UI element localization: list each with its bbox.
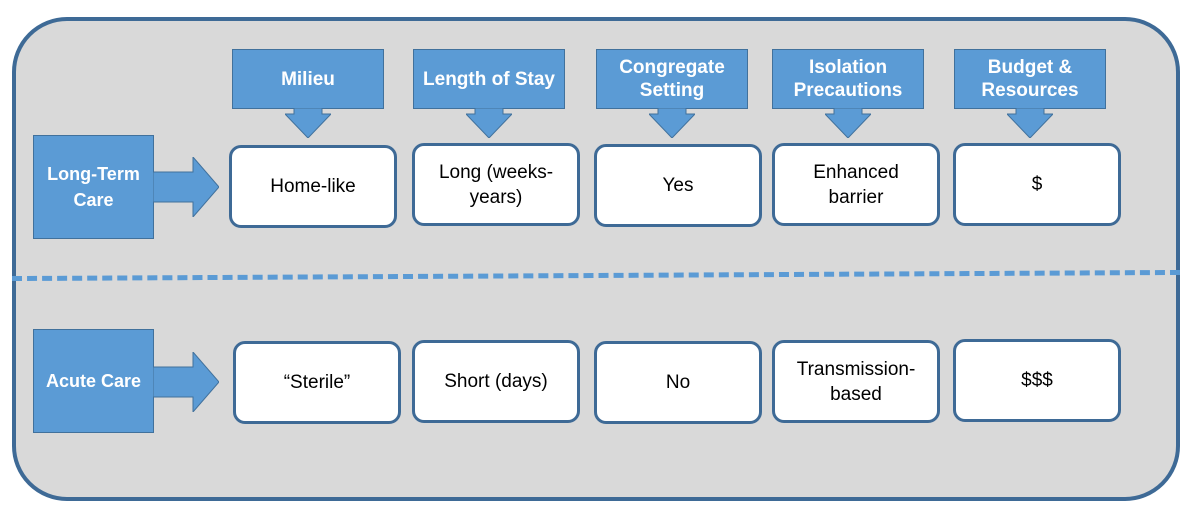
column-header-budget-resources: Budget & Resources [954, 49, 1106, 109]
column-header-length-of-stay: Length of Stay [413, 49, 565, 109]
cell-acute-congregate-setting: No [594, 341, 762, 424]
row-header-long-term-care: Long-Term Care [33, 135, 154, 239]
down-arrow-icon [1007, 108, 1053, 138]
cell-long-term-budget-resources: $ [953, 143, 1121, 226]
cell-long-term-isolation-precautions: Enhanced barrier [772, 143, 940, 226]
right-arrow-icon [153, 352, 219, 412]
column-header-congregate-setting: Congregate Setting [596, 49, 748, 109]
row-header-acute-care: Acute Care [33, 329, 154, 433]
cell-long-term-congregate-setting: Yes [594, 144, 762, 227]
down-arrow-icon [825, 108, 871, 138]
right-arrow-icon [153, 157, 219, 217]
cell-long-term-milieu: Home-like [229, 145, 397, 228]
cell-long-term-length-of-stay: Long (weeks-years) [412, 143, 580, 226]
down-arrow-icon [649, 108, 695, 138]
column-header-isolation-precautions: Isolation Precautions [772, 49, 924, 109]
column-header-milieu: Milieu [232, 49, 384, 109]
cell-acute-budget-resources: $$$ [953, 339, 1121, 422]
cell-acute-length-of-stay: Short (days) [412, 340, 580, 423]
down-arrow-icon [466, 108, 512, 138]
cell-acute-isolation-precautions: Transmission-based [772, 340, 940, 423]
cell-acute-milieu: “Sterile” [233, 341, 401, 424]
down-arrow-icon [285, 108, 331, 138]
